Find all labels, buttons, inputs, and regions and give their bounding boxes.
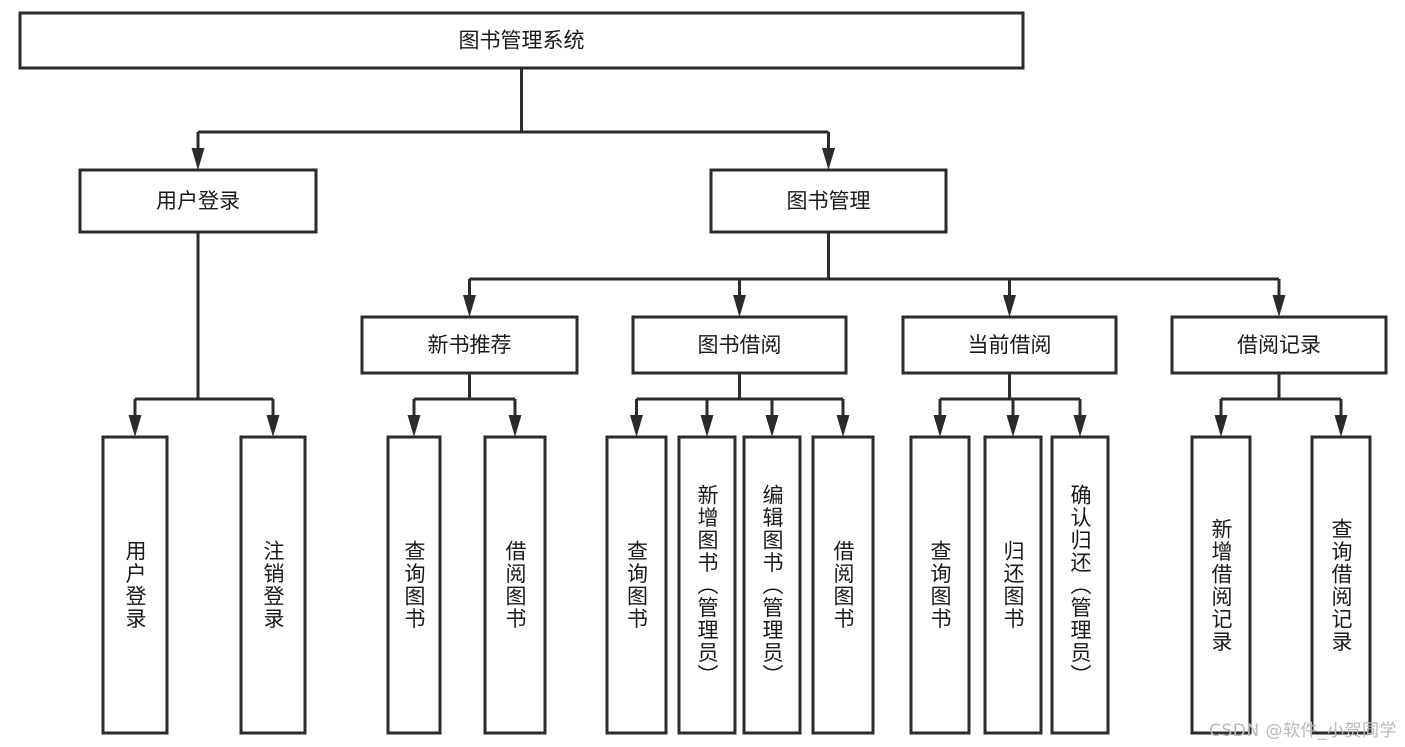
node-label-current_borrow: 当前借阅 <box>968 333 1052 357</box>
node-box-new_book_rec[interactable] <box>360 315 579 375</box>
arrow-head-icon <box>1214 415 1228 437</box>
node-box-leaf_query_record[interactable] <box>1310 435 1372 735</box>
arrow-head-icon <box>407 415 421 437</box>
node-box-leaf_add_book[interactable] <box>677 435 737 735</box>
arrow-head-icon <box>933 415 947 437</box>
arrow-head-icon <box>1272 295 1286 317</box>
node-label-book_borrow: 图书借阅 <box>698 333 782 357</box>
node-box-root[interactable] <box>18 11 1025 70</box>
arrow-head-icon <box>508 415 522 437</box>
arrow-head-icon <box>1334 415 1348 437</box>
node-box-leaf_borrow_book_2[interactable] <box>811 435 875 735</box>
node-box-leaf_confirm_return[interactable] <box>1050 435 1110 735</box>
node-box-book_mgmt[interactable] <box>709 168 948 234</box>
node-box-leaf_return_book[interactable] <box>983 435 1043 735</box>
node-box-user_login[interactable] <box>78 168 318 234</box>
arrow-head-icon <box>266 415 280 437</box>
arrow-head-icon <box>463 295 476 317</box>
node-box-leaf_query_book_2[interactable] <box>605 435 668 735</box>
arrow-head-icon <box>191 148 205 170</box>
arrow-head-icon <box>1006 415 1020 437</box>
node-box-leaf_query_book_3[interactable] <box>909 435 971 735</box>
arrow-head-icon <box>836 415 850 437</box>
node-box-borrow_record[interactable] <box>1170 315 1388 375</box>
arrow-head-icon <box>765 415 779 437</box>
arrow-head-icon <box>128 415 142 437</box>
node-box-current_borrow[interactable] <box>901 315 1118 375</box>
box-layer <box>18 11 1388 735</box>
node-box-leaf_query_book_1[interactable] <box>386 435 442 735</box>
arrow-head-icon <box>822 148 835 170</box>
arrow-head-icon <box>1003 295 1016 317</box>
node-label-borrow_record: 借阅记录 <box>1237 333 1321 357</box>
node-box-leaf_add_record[interactable] <box>1190 435 1252 735</box>
node-box-leaf_edit_book[interactable] <box>742 435 802 735</box>
node-box-leaf_logout[interactable] <box>239 435 307 735</box>
node-label-user_login: 用户登录 <box>156 189 240 213</box>
arrow-head-icon <box>733 295 746 317</box>
node-box-leaf_user_login[interactable] <box>101 435 169 735</box>
connector-layer <box>128 68 1348 437</box>
node-label-root: 图书管理系统 <box>459 29 585 53</box>
node-label-book_mgmt: 图书管理 <box>787 189 871 213</box>
node-box-leaf_borrow_book_1[interactable] <box>483 435 547 735</box>
arrow-head-icon <box>1073 415 1087 437</box>
arrow-head-icon <box>630 415 643 437</box>
arrow-head-icon <box>700 415 714 437</box>
node-label-new_book_rec: 新书推荐 <box>428 333 512 357</box>
watermark-text: CSDN @软件_小贺同学 <box>1209 721 1397 741</box>
node-box-book_borrow[interactable] <box>631 315 848 375</box>
